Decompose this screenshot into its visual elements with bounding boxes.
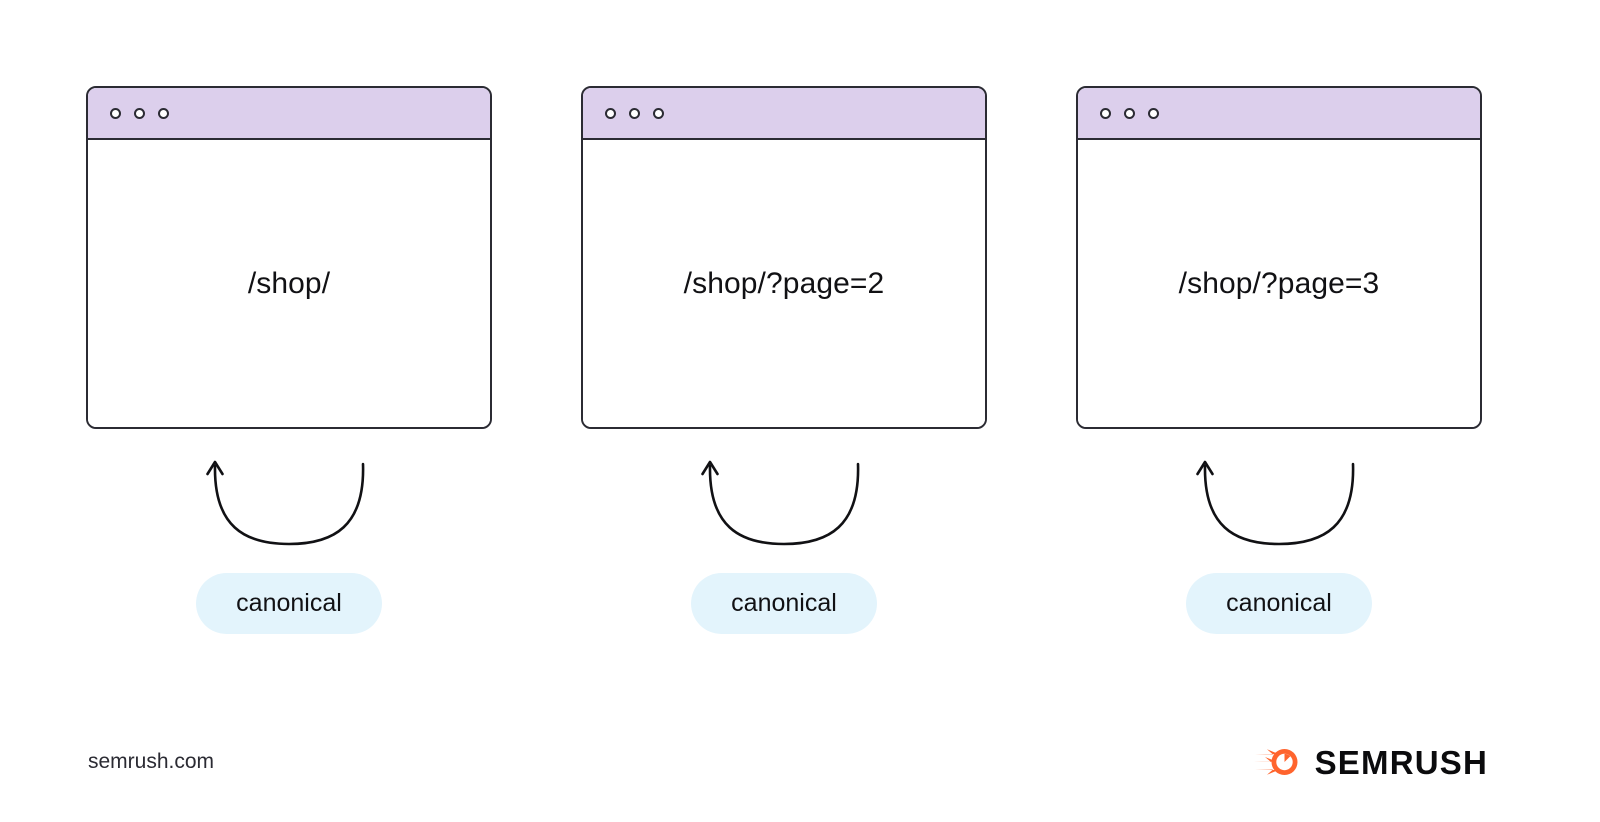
- window-dot-maximize-icon: [158, 107, 169, 119]
- canonical-loop-arrow-3: [1184, 452, 1374, 557]
- page-url-label: /shop/?page=3: [1178, 266, 1380, 300]
- canonical-loop-arrow-2: [689, 452, 879, 557]
- canonical-pill-2: canonical: [691, 573, 877, 634]
- browser-titlebar: [583, 88, 985, 140]
- browser-content-area: /shop/?page=2: [583, 140, 985, 427]
- semrush-brand-logo: SEMRUSH: [1253, 745, 1488, 779]
- browser-window-3: /shop/?page=3: [1076, 86, 1482, 429]
- window-dot-close-icon: [605, 107, 616, 119]
- window-dot-close-icon: [110, 107, 121, 119]
- brand-name-label: SEMRUSH: [1314, 743, 1488, 781]
- semrush-comet-icon: [1253, 749, 1298, 775]
- source-url-label: semrush.com: [88, 750, 215, 773]
- canonical-pill-1: canonical: [196, 573, 382, 634]
- window-dot-close-icon: [1100, 107, 1111, 119]
- browser-window-1: /shop/: [86, 86, 492, 429]
- page-url-label: /shop/: [247, 266, 331, 300]
- page-url-label: /shop/?page=2: [683, 266, 885, 300]
- window-dot-minimize-icon: [629, 107, 640, 119]
- window-dot-maximize-icon: [653, 107, 664, 119]
- browser-titlebar: [1078, 88, 1480, 140]
- window-dot-minimize-icon: [1124, 107, 1135, 119]
- browser-window-2: /shop/?page=2: [581, 86, 987, 429]
- window-dot-minimize-icon: [134, 107, 145, 119]
- browser-titlebar: [88, 88, 490, 140]
- canonical-pill-label: canonical: [236, 589, 342, 617]
- canonical-loop-arrow-1: [194, 452, 384, 557]
- canonical-pill-label: canonical: [1226, 589, 1332, 617]
- browser-content-area: /shop/?page=3: [1078, 140, 1480, 427]
- browser-content-area: /shop/: [88, 140, 490, 427]
- window-dot-maximize-icon: [1148, 107, 1159, 119]
- canonical-pill-3: canonical: [1186, 573, 1372, 634]
- canonical-pill-label: canonical: [731, 589, 837, 617]
